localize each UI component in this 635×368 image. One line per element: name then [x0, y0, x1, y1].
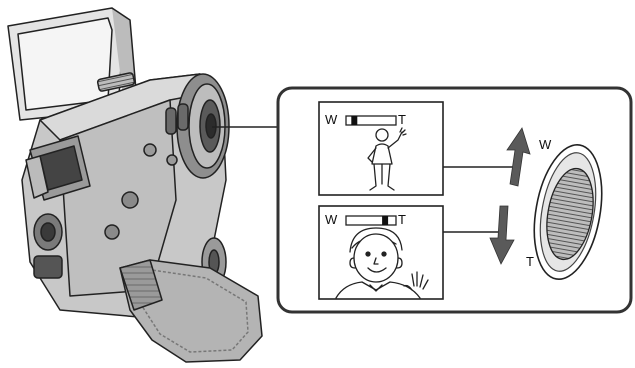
lever-wide-label: W — [539, 138, 551, 151]
bottom-zoom-wide-label: W — [325, 213, 337, 226]
zoom-frame-tele — [319, 206, 443, 299]
top-zoom-wide-label: W — [325, 113, 337, 126]
zoom-frame-wide — [319, 102, 443, 195]
camera-button — [167, 155, 177, 165]
lever-tele-label: T — [526, 255, 534, 268]
zoom-bar-indicator — [351, 116, 357, 125]
zoom-bar-track — [346, 216, 396, 225]
top-zoom-tele-label: T — [398, 113, 406, 126]
mode-dial — [34, 214, 62, 278]
hand-strap — [120, 260, 262, 362]
camera-button — [144, 144, 156, 156]
camcorder — [8, 8, 262, 362]
zoom-bar-indicator — [382, 216, 388, 225]
camera-button — [122, 192, 138, 208]
camera-button — [105, 225, 119, 239]
bottom-zoom-tele-label: T — [398, 213, 406, 226]
